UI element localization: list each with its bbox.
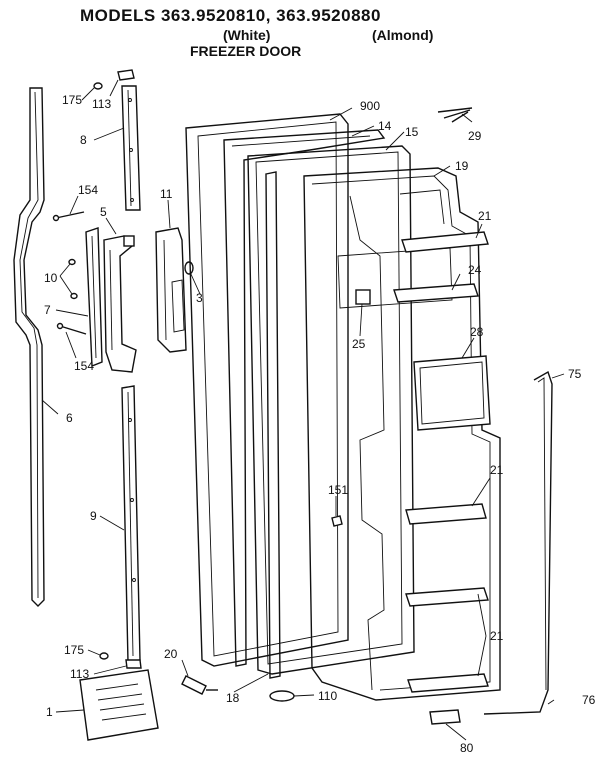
callout-175-top: 175 (62, 93, 82, 107)
callout-labels: 900 14 15 29 19 175 113 8 154 5 11 10 3 … (44, 93, 596, 755)
variant-white-label: (White) (223, 27, 271, 43)
part-5-handle (103, 235, 137, 373)
part-14-liner-frame (223, 129, 386, 667)
callout-19: 19 (455, 159, 469, 173)
part-900-outer-door (185, 113, 349, 667)
part-3-fastener (184, 261, 194, 275)
part-28-cover-panel (413, 355, 491, 431)
callout-80: 80 (460, 741, 474, 755)
part-75-rod (483, 370, 553, 715)
callout-9: 9 (90, 509, 97, 523)
callout-7: 7 (44, 303, 51, 317)
callout-175-bottom: 175 (64, 643, 84, 657)
callout-14: 14 (378, 119, 392, 133)
part-21-shelf-lower-a (405, 587, 489, 607)
part-1-instruction-booklet (79, 669, 159, 741)
callout-113-bottom: 113 (70, 667, 89, 681)
part-110-cap (269, 690, 295, 702)
callout-21-middle: 21 (490, 463, 504, 477)
leader-lines (41, 79, 565, 741)
part-154-screw-upper (52, 211, 85, 222)
callout-8: 8 (80, 133, 87, 147)
callout-154-upper: 154 (78, 183, 98, 197)
callout-154-lower: 154 (74, 359, 94, 373)
callout-15: 15 (405, 125, 419, 139)
part-21-shelf-middle (405, 503, 487, 525)
callout-29: 29 (468, 129, 482, 143)
callout-18: 18 (226, 691, 240, 705)
callout-900: 900 (360, 99, 380, 113)
part-8-upper-trim (121, 85, 141, 211)
part-113-clip-top (117, 69, 135, 81)
part-24-shelf (393, 283, 479, 303)
part-7-handle-strip (85, 227, 103, 368)
callout-24: 24 (468, 263, 482, 277)
callout-21-upper: 21 (478, 209, 492, 223)
part-25-latch (355, 289, 371, 305)
callout-151: 151 (328, 483, 348, 497)
callout-21-lower: 21 (490, 629, 504, 643)
callout-11: 11 (160, 187, 173, 201)
diagram-title: MODELS 363.9520810, 363.9520880 (80, 6, 381, 25)
variant-almond-label: (Almond) (372, 27, 434, 43)
callout-3: 3 (196, 291, 203, 305)
callout-113-top: 113 (92, 97, 111, 111)
part-175-screw-bottom (99, 652, 109, 660)
callout-75: 75 (568, 367, 582, 381)
part-151-screw (331, 515, 343, 527)
callout-10: 10 (44, 271, 58, 285)
callout-20: 20 (164, 647, 178, 661)
part-175-screw-top (93, 82, 103, 90)
part-11-hinge-bracket (155, 227, 187, 353)
part-20-bushing (181, 675, 218, 695)
callout-110: 110 (318, 689, 337, 703)
part-113-clip-bottom (125, 659, 142, 669)
part-80-bracket (429, 709, 461, 725)
part-15-gasket (247, 145, 415, 675)
part-9-lower-trim (121, 385, 141, 663)
part-154-screw-lower (56, 322, 87, 335)
callout-6: 6 (66, 411, 73, 425)
callout-5: 5 (100, 205, 107, 219)
callout-1: 1 (46, 705, 53, 719)
part-21-shelf-lower-b (407, 673, 489, 693)
callout-25: 25 (352, 337, 366, 351)
diagram-subtitle: FREEZER DOOR (190, 43, 302, 59)
callout-76: 76 (582, 693, 596, 707)
callout-28: 28 (470, 325, 484, 339)
part-29-clip (437, 107, 473, 123)
part-10-screws (68, 258, 78, 300)
part-6-door-trim (13, 87, 45, 607)
part-18-hinge-strip (265, 171, 281, 679)
part-21-shelf-upper (401, 231, 489, 253)
